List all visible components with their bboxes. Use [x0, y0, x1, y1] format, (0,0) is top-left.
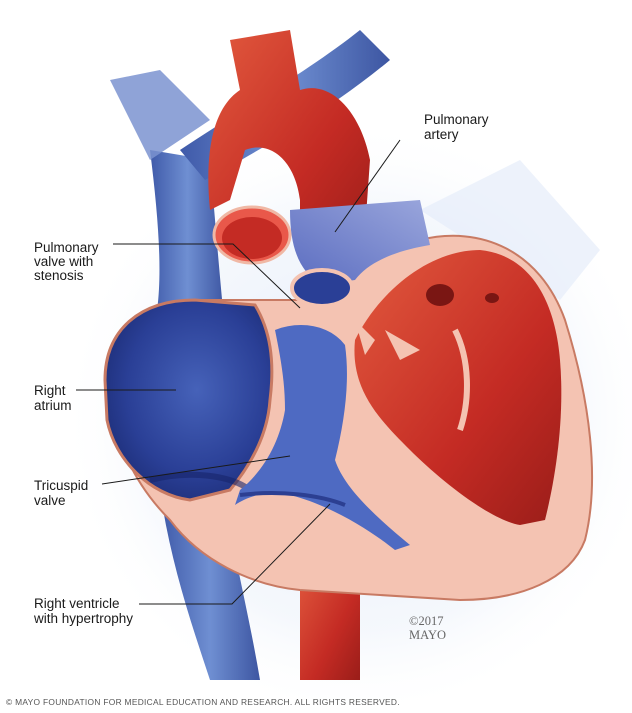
label-pulmonary-artery-line2: artery: [424, 127, 459, 142]
label-right-ventricle-line2: with hypertrophy: [33, 611, 133, 626]
label-tricuspid-valve: Tricuspid valve: [34, 478, 88, 508]
label-pulmonary-valve-line2: valve with: [34, 254, 93, 269]
pulmonary-artery-vessel: [290, 200, 430, 308]
label-right-atrium: Right atrium: [34, 383, 72, 413]
right-atrium-chamber: [103, 298, 274, 502]
label-right-ventricle: Right ventricle with hypertrophy: [33, 596, 133, 626]
right-ventricle-chamber: [235, 325, 410, 550]
label-right-atrium-line1: Right: [34, 383, 66, 398]
copyright-owner: MAYO: [409, 628, 446, 642]
label-tricuspid-valve-line1: Tricuspid: [34, 478, 88, 493]
label-pulmonary-artery-line1: Pulmonary: [424, 112, 489, 127]
interventricular-septum: [355, 320, 470, 431]
copyright-year: ©2017: [409, 614, 444, 628]
label-pulmonary-artery: Pulmonary artery: [424, 112, 489, 142]
label-pulmonary-valve: Pulmonary valve with stenosis: [34, 240, 99, 283]
copyright-mark: ©2017 MAYO: [409, 614, 446, 642]
label-right-ventricle-line1: Right ventricle: [34, 596, 120, 611]
left-ventricle: [354, 250, 562, 525]
leader-pulmonary-valve: [113, 243, 301, 309]
leader-right-ventricle: [139, 503, 331, 605]
label-tricuspid-valve-line2: valve: [34, 493, 66, 508]
label-pulmonary-valve-line3: stenosis: [34, 268, 84, 283]
leader-tricuspid-valve: [101, 455, 291, 485]
label-pulmonary-valve-line1: Pulmonary: [34, 240, 99, 255]
label-right-atrium-line2: atrium: [34, 398, 72, 413]
footer-credit: © MAYO FOUNDATION FOR MEDICAL EDUCATION …: [6, 697, 400, 707]
leader-lines: [76, 139, 401, 605]
leader-pulmonary-artery: [334, 139, 401, 233]
